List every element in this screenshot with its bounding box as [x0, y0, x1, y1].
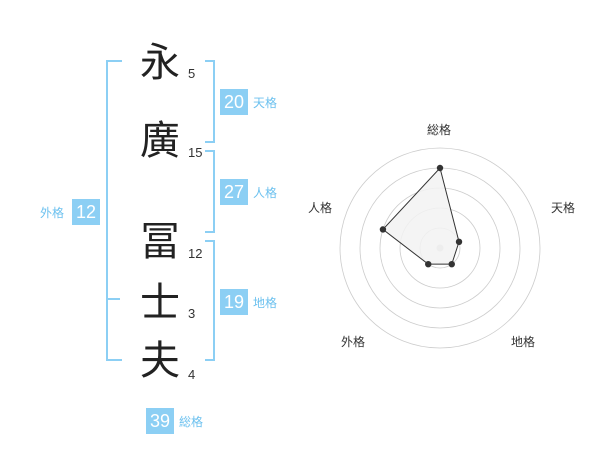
soukaku-value-badge: 39 — [146, 408, 174, 434]
radar-label-gaikaku: 外格 — [341, 335, 366, 349]
stroke-count-1: 5 — [188, 66, 196, 81]
name-char-5: 夫 — [140, 338, 180, 384]
radar-label-chikaku: 地格 — [511, 335, 536, 349]
stroke-count-4: 3 — [188, 306, 196, 321]
tenkaku-label: 天格 — [253, 96, 278, 110]
soukaku-label: 総格 — [179, 415, 204, 429]
radar-label-jinkaku: 人格 — [308, 201, 333, 215]
radar-label-soukaku: 総格 — [427, 123, 452, 137]
chikaku-label: 地格 — [253, 296, 278, 310]
chikaku-bracket — [205, 240, 215, 361]
jinkaku-bracket — [205, 150, 215, 233]
jinkaku-value-badge: 27 — [220, 179, 248, 205]
tenkaku-bracket — [205, 60, 215, 143]
radar-point-2 — [455, 238, 463, 246]
radar-point-5 — [379, 226, 387, 233]
stroke-count-5: 4 — [188, 367, 196, 382]
name-char-4: 士 — [140, 280, 180, 326]
radar-point-3 — [448, 260, 455, 268]
name-char-1: 永 — [140, 40, 180, 86]
gaikaku-label: 外格 — [40, 206, 65, 220]
gaikaku-bracket-tick — [106, 298, 120, 300]
gaikaku-bracket — [106, 60, 122, 361]
radar-label-tenkaku: 天格 — [551, 201, 576, 215]
gaikaku-value-badge: 12 — [72, 199, 100, 225]
name-char-2: 廣 — [140, 118, 180, 164]
radar-point-4 — [425, 260, 432, 268]
stroke-count-2: 15 — [188, 145, 203, 160]
tenkaku-value-badge: 20 — [220, 89, 248, 115]
radar-point-1 — [436, 164, 444, 172]
chikaku-value-badge: 19 — [220, 289, 248, 315]
jinkaku-label: 人格 — [253, 186, 278, 200]
stroke-count-3: 12 — [188, 246, 203, 261]
radar-ring-5 — [339, 147, 541, 349]
radar-series-polygon — [382, 166, 460, 265]
name-char-3: 冨 — [140, 219, 180, 265]
